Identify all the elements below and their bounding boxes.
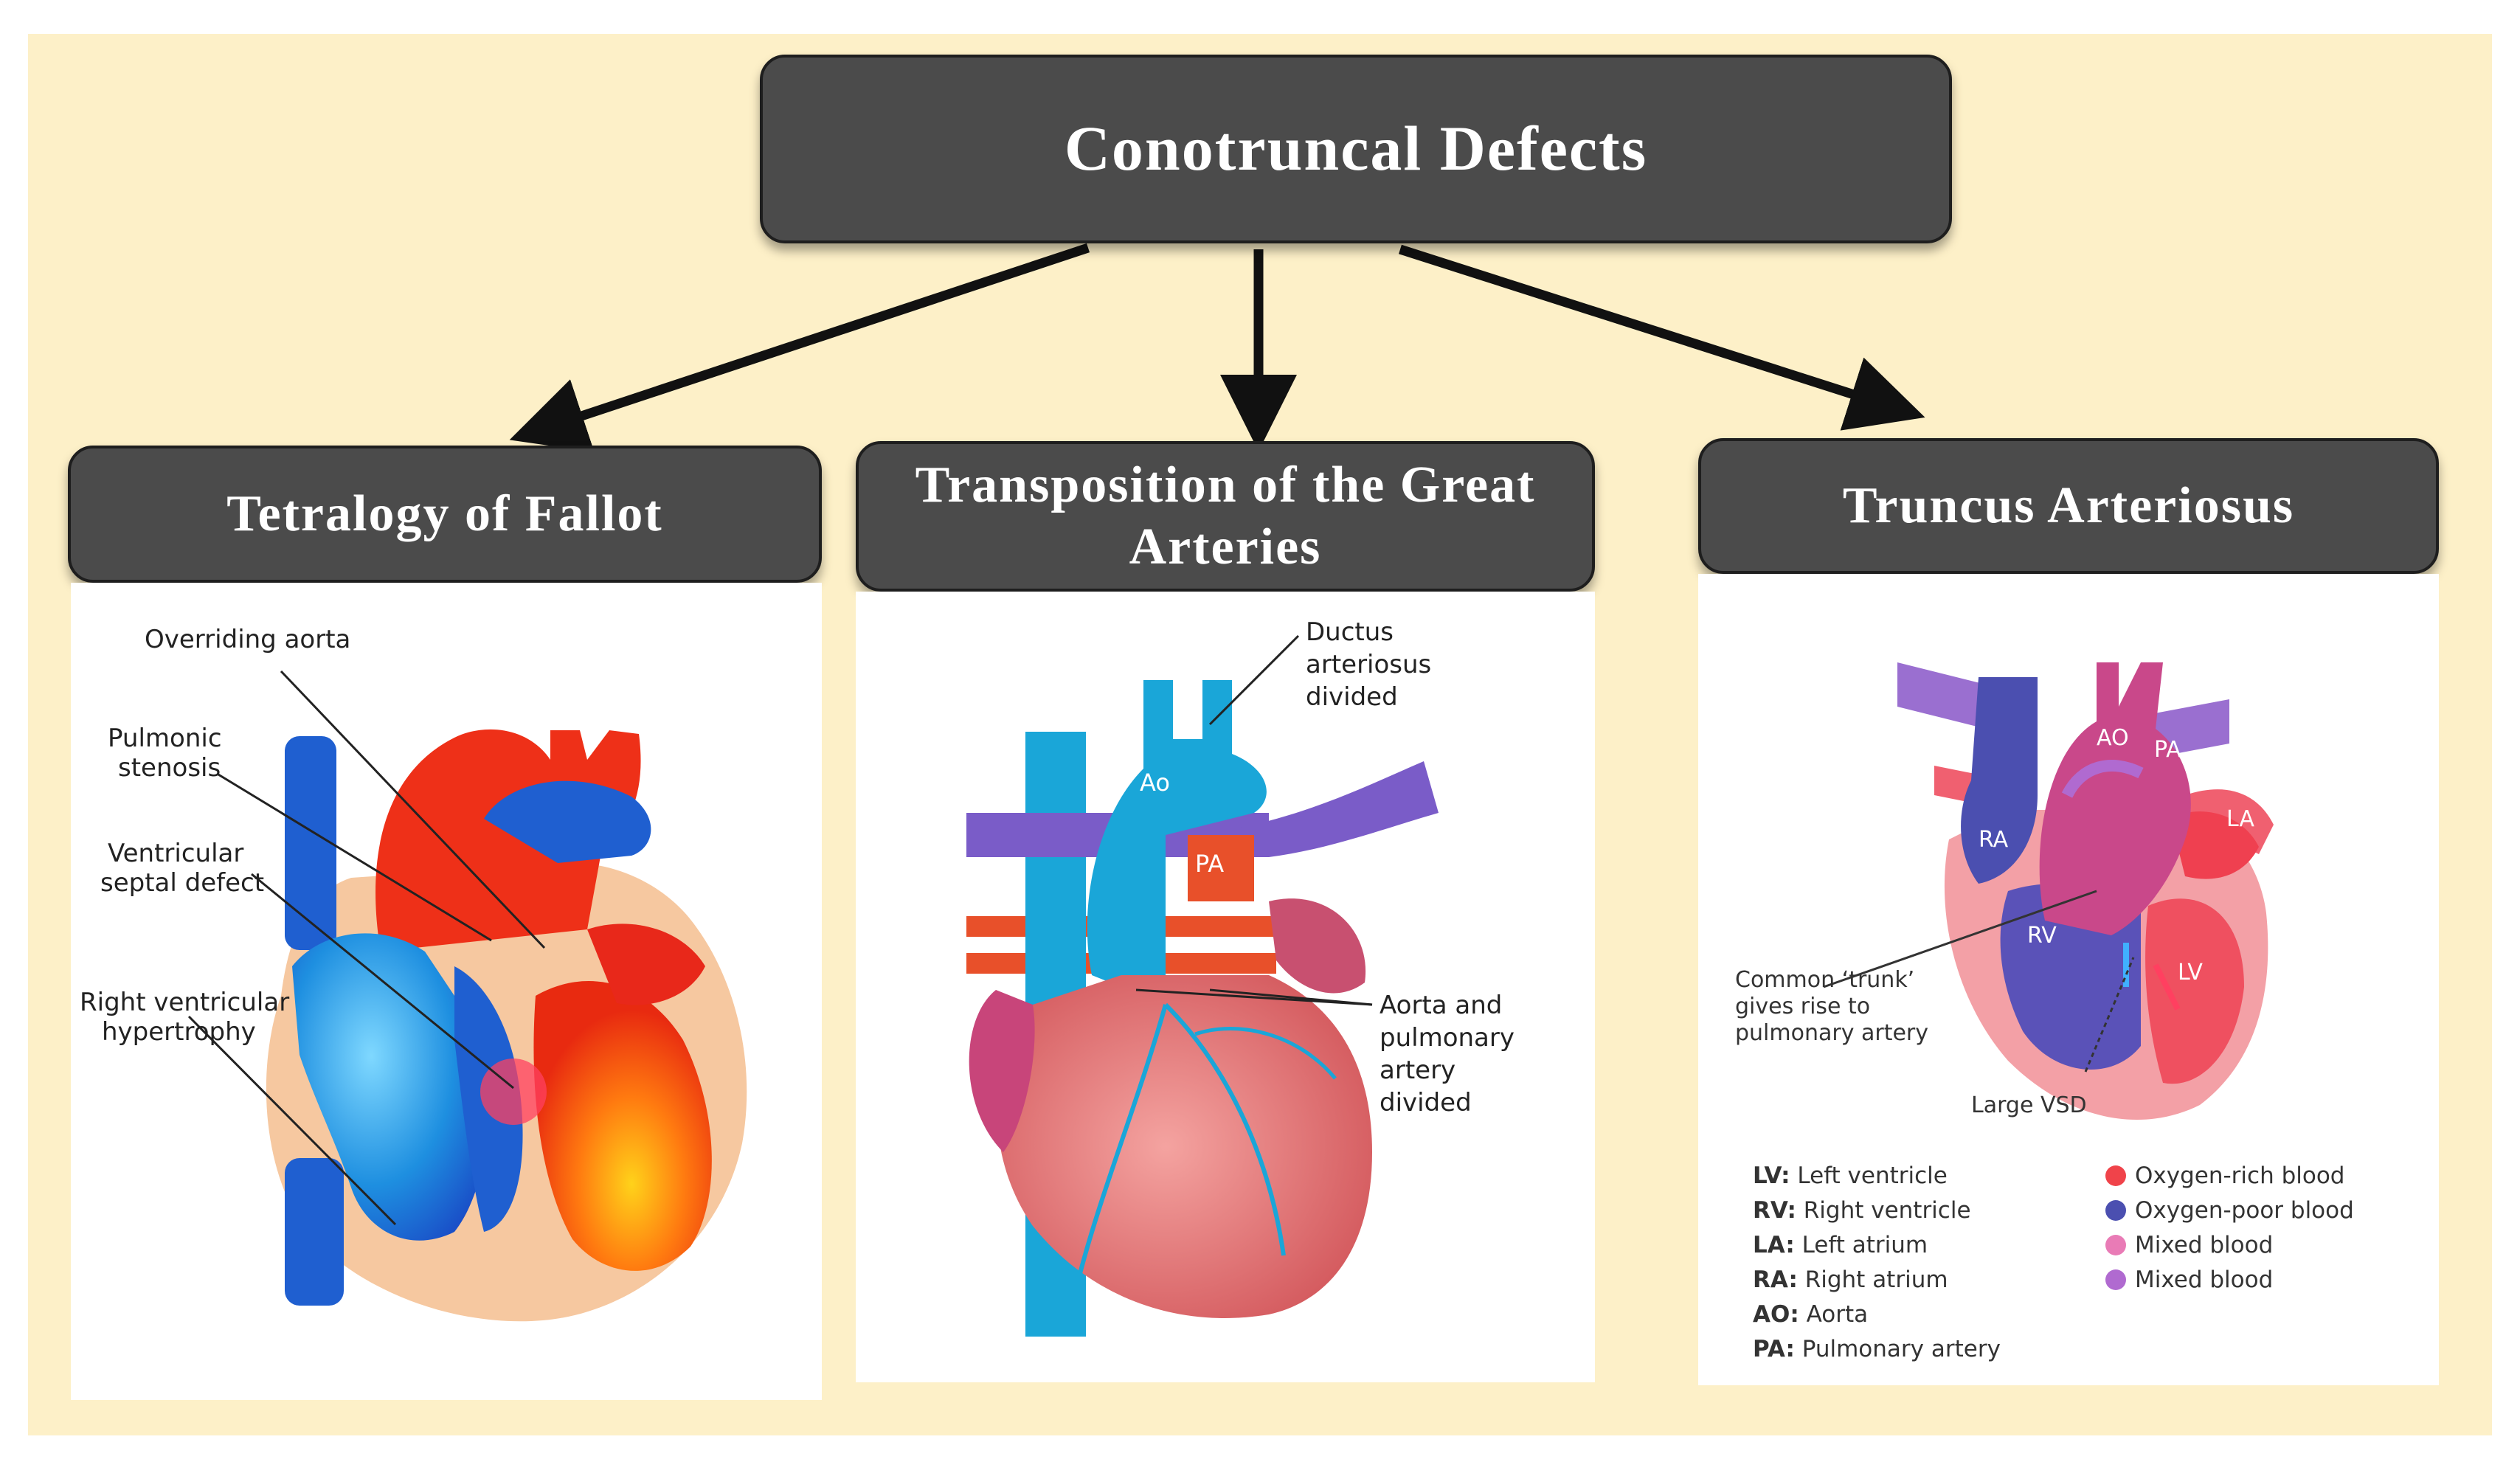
ta-abbr-4-text: Aorta [1807,1301,1869,1328]
tga-label-aorta-1: Aorta and [1380,991,1502,1020]
ta-label-lv: LV [2178,960,2203,985]
arrow-to-ta [1399,244,1925,431]
tof-title: Tetralogy of Fallot [226,485,663,542]
ta-abbreviation-list: LV: Left ventricle RV: Right ventricle L… [1753,1163,2001,1362]
svg-text:LV: Left ventricle: LV: Left ventricle [1753,1163,1948,1189]
ta-abbr-0-text: Left ventricle [1797,1163,1947,1189]
svg-text:LA: Left atrium: LA: Left atrium [1753,1232,1928,1258]
ta-abbr-0-key: LV: [1753,1163,1790,1189]
ta-abbr-2-text: Left atrium [1802,1232,1928,1258]
root-title-box: Conotruncal Defects [760,55,1952,243]
ta-abbr-5-key: PA: [1753,1336,1795,1362]
ta-label-rv: RV [2027,923,2057,949]
ta-label-ao: AO [2097,725,2129,751]
svg-text:RA: Right atrium: RA: Right atrium [1753,1267,1948,1293]
ta-illustration-panel: AO PA LA RA RV LV Common ‘trunk’ gives r… [1698,574,2439,1385]
ta-label-la: LA [2226,806,2254,832]
svg-text:PA: Pulmonary artery: PA: Pulmonary artery [1753,1336,2001,1362]
root-title: Conotruncal Defects [1064,113,1648,184]
ta-abbr-2-key: LA: [1753,1232,1795,1258]
ta-abbr-3-text: Right atrium [1805,1267,1948,1293]
tof-label-pulmonic-1: Pulmonic [108,724,222,753]
tof-label-pulmonic-2: stenosis [118,753,221,783]
tga-label-aorta-3: artery [1380,1056,1455,1085]
legend-dot-mixed-pink [2105,1235,2126,1255]
ta-abbr-3-key: RA: [1753,1267,1798,1293]
tga-heart-illustration: Ao PA Ductus arteriosus divided Aorta an… [966,617,1515,1337]
ta-label-trunk-1: Common ‘trunk’ [1735,967,1914,993]
tga-title-line2: Arteries [1129,519,1322,575]
ta-label-trunk-2: gives rise to [1735,994,1870,1019]
tga-label-aorta-2: pulmonary [1380,1023,1515,1053]
tga-label-ductus-1: Ductus [1306,617,1394,647]
legend-oxygen-poor: Oxygen-poor blood [2135,1197,2354,1224]
legend-dot-mixed-purple [2105,1269,2126,1290]
tga-title-box: Transposition of the Great Arteries [856,441,1595,592]
ta-label-ra: RA [1979,827,2009,853]
ta-label-trunk-3: pulmonary artery [1735,1020,1928,1046]
tof-label-vsd-2: septal defect [100,868,264,898]
tga-label-ductus-3: divided [1306,682,1398,712]
tof-label-overriding-aorta: Overriding aorta [145,625,350,654]
tof-label-rvh-1: Right ventricular [80,988,289,1017]
tof-illustration-panel: Overriding aorta Pulmonic stenosis Ventr… [71,583,822,1400]
ta-abbr-1-text: Right ventricle [1804,1197,1971,1224]
tof-title-box: Tetralogy of Fallot [68,446,822,583]
legend-mixed-purple: Mixed blood [2135,1267,2273,1293]
legend-dot-oxygen-rich [2105,1165,2126,1186]
ta-abbr-1-key: RV: [1753,1197,1796,1224]
ta-abbr-5-text: Pulmonary artery [1802,1336,2001,1362]
tga-label-aorta-4: divided [1380,1088,1472,1118]
legend-mixed-pink: Mixed blood [2135,1232,2273,1258]
ta-title: Truncus Arteriosus [1842,477,2295,534]
ta-abbr-4-key: AO: [1753,1301,1799,1328]
ta-title-box: Truncus Arteriosus [1698,438,2439,574]
legend-dot-oxygen-poor [2105,1200,2126,1221]
tof-label-vsd-1: Ventricular [108,839,243,868]
tof-label-rvh-2: hypertrophy [102,1017,256,1047]
tga-label-ao: Ao [1140,769,1170,797]
ta-blood-legend: Oxygen-rich blood Oxygen-poor blood Mixe… [2105,1163,2354,1293]
arrow-to-tof [509,243,1090,452]
tga-label-pa: PA [1195,850,1224,878]
tof-heart-illustration: Overriding aorta Pulmonic stenosis Ventr… [80,625,747,1322]
tga-label-ductus-2: arteriosus [1306,650,1431,679]
tga-title-line1: Transposition of the Great [915,457,1536,513]
svg-text:RV: Right ventricle: RV: Right ventricle [1753,1197,1971,1224]
svg-text:AO: Aorta: AO: Aorta [1753,1301,1868,1328]
ta-heart-illustration: AO PA LA RA RV LV Common ‘trunk’ gives r… [1735,662,2354,1362]
legend-oxygen-rich: Oxygen-rich blood [2135,1163,2344,1189]
ta-label-pa: PA [2154,737,2181,763]
ta-label-large-vsd: Large VSD [1971,1092,2087,1118]
tga-illustration-panel: Ao PA Ductus arteriosus divided Aorta an… [856,592,1595,1382]
